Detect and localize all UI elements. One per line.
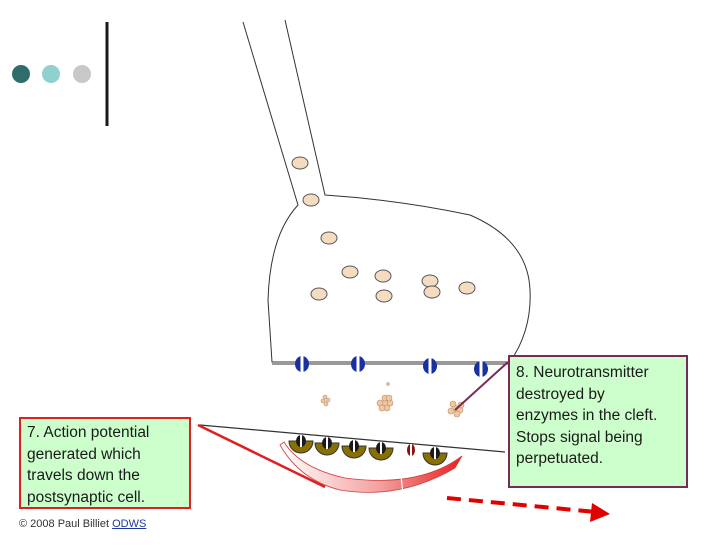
ion-channel-icon: [295, 356, 309, 372]
callout-8-line-5: perpetuated.: [516, 450, 604, 467]
accent-dot-1: [12, 65, 30, 83]
ion-channel-icon: [407, 444, 415, 456]
synaptic-vesicle-icon: [375, 289, 393, 303]
callout-8-line-4: Stops signal being: [516, 428, 643, 446]
synaptic-vesicle-icon: [341, 265, 359, 279]
synaptic-vesicle-icon: [320, 231, 338, 245]
postsynaptic-receptors: [288, 435, 448, 466]
synaptic-vesicle-icon: [423, 285, 441, 299]
presynaptic-channels: [295, 356, 488, 377]
postsynaptic-membrane: [199, 424, 506, 453]
pointer-line-8: [454, 361, 509, 411]
receptor-icon: [314, 437, 340, 456]
pointer-line-7: [197, 423, 326, 489]
credit-text: © 2008 Paul Billiet: [19, 518, 113, 530]
depolarisation-band: [279, 441, 463, 493]
callout-action-potential: 7. Action potential generated which trav…: [19, 417, 191, 509]
synaptic-vesicle-icon: [421, 274, 439, 288]
receptor-icon: [341, 440, 367, 459]
receptor-icon: [422, 447, 448, 466]
receptor-icon: [288, 435, 314, 454]
enzyme-cluster-icon: [376, 394, 394, 412]
synaptic-vesicles: [291, 156, 476, 303]
synaptic-vesicle-icon: [302, 193, 320, 207]
ion-channel-icon: [423, 358, 437, 374]
copyright-credit: © 2008 Paul Billiet ODWS: [19, 518, 146, 530]
band-divider: [400, 475, 404, 495]
accent-dot-2: [42, 65, 60, 83]
callout-7-number: 7.: [27, 424, 40, 441]
enzyme-clusters: [320, 382, 465, 418]
enzyme-cluster-icon: [386, 382, 390, 386]
receptor-icon: [368, 442, 394, 461]
callout-8-number: 8.: [516, 364, 529, 381]
synaptic-vesicle-icon: [310, 287, 328, 301]
arrow-icon: [590, 503, 610, 522]
callout-8-line-1: Neurotransmitter: [533, 364, 649, 381]
callout-8-line-2: destroyed by: [516, 385, 605, 403]
callout-7-line-3: travels down the: [27, 467, 140, 484]
credit-link[interactable]: ODWS: [112, 518, 147, 530]
ion-channel-icon: [474, 361, 488, 377]
signal-arrow-line: [446, 496, 597, 514]
synaptic-vesicle-icon: [374, 269, 392, 283]
callout-7-line-2: generated which: [27, 445, 141, 463]
presynaptic-terminal-outline: [242, 19, 531, 363]
ion-channel-icon: [351, 356, 365, 372]
accent-dot-3: [73, 65, 91, 83]
callout-8-line-3: enzymes in the cleft.: [516, 407, 658, 424]
synaptic-vesicle-icon: [458, 281, 476, 295]
enzyme-cluster-icon: [320, 394, 331, 407]
callout-7-line-4: postsynaptic cell.: [27, 488, 146, 506]
callout-7-line-1: Action potential: [43, 424, 150, 441]
synaptic-vesicle-icon: [291, 156, 309, 170]
callout-enzyme-destruction: 8. Neurotransmitter destroyed by enzymes…: [508, 355, 688, 488]
